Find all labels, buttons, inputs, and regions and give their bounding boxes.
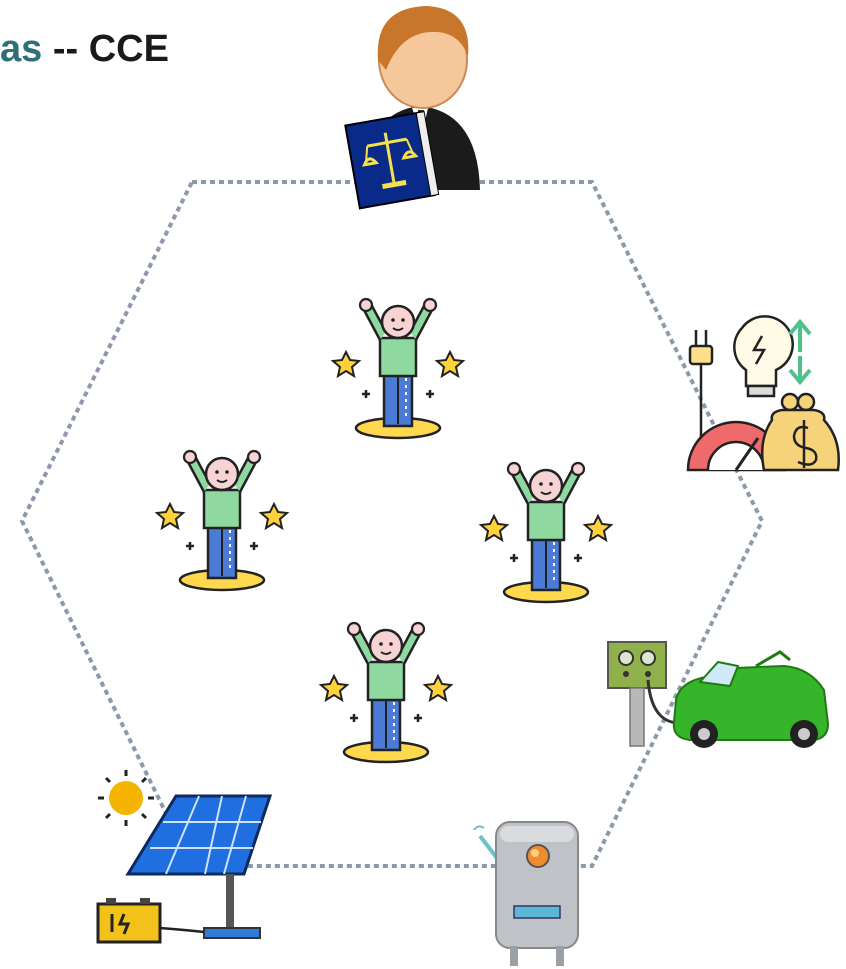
member-right bbox=[481, 463, 611, 602]
member-top bbox=[333, 299, 463, 438]
member-bottom bbox=[321, 623, 451, 762]
electric-car-charging-icon bbox=[608, 642, 828, 748]
judge-with-law-book-icon bbox=[345, 6, 480, 208]
solar-panel-with-battery-icon bbox=[98, 770, 270, 942]
community-boundary bbox=[22, 182, 762, 866]
smart-water-heater-icon bbox=[474, 822, 578, 966]
member-left bbox=[157, 451, 287, 590]
energy-price-market-icon bbox=[688, 316, 839, 470]
